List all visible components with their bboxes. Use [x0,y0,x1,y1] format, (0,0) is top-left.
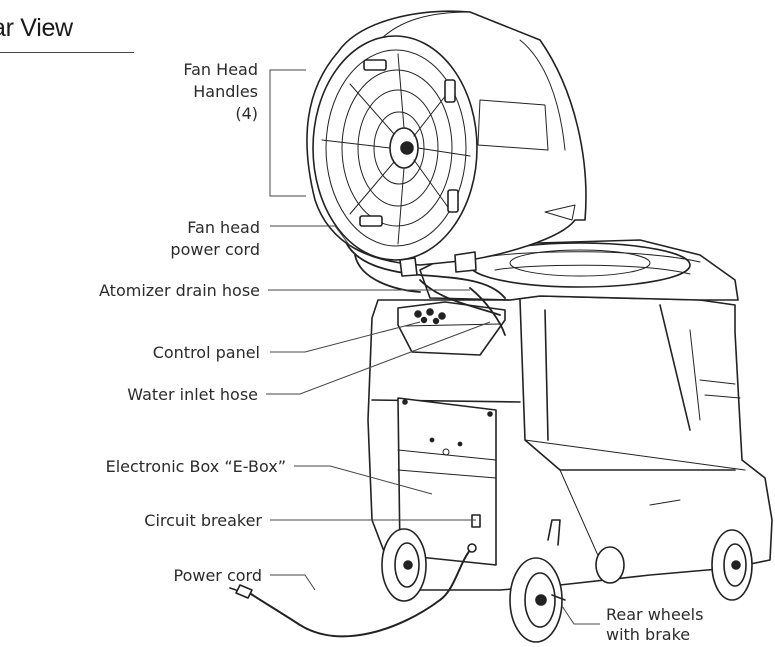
label-fan-head-handles-line3: (4) [235,104,258,123]
front-right-wheel [595,546,625,584]
leader-power-cord [270,574,316,591]
hoses [344,239,506,336]
leader-lines [266,69,600,625]
label-power-cord: Power cord [174,566,263,585]
front-left-wheel [381,528,427,602]
label-rear-wheels-line2: with brake [606,625,690,644]
leader-fan-head-handles [269,69,306,197]
control-panel-pod [397,301,506,356]
label-fan-head-power-cord-line1: Fan head [187,218,260,237]
view-heading: ar View [0,14,73,42]
rear-wheel-left [509,519,566,643]
label-fan-head-power-cord-line2: power cord [170,240,260,259]
leader-control-panel [270,321,421,353]
pivot-mount [399,251,477,277]
label-electronic-box: Electronic Box “E-Box” [106,457,286,476]
label-atomizer-drain-hose: Atomizer drain hose [99,281,260,300]
leader-fan-head-power-cord [270,225,351,247]
leader-electronic-box [294,465,433,495]
label-rear-wheels-line1: Rear wheels [606,605,703,624]
label-fan-head-handles-line1: Fan Head [183,60,258,79]
heading-underline [0,52,134,53]
label-control-panel: Control panel [153,343,260,362]
top-cover [419,239,739,301]
fan-face [312,35,478,261]
label-circuit-breaker: Circuit breaker [144,511,262,530]
leader-rear-wheels [561,605,600,625]
label-fan-head-handles-line2: Handles [193,82,258,101]
power-cord-drawing [229,543,477,638]
label-water-inlet-hose: Water inlet hose [127,385,258,404]
leader-water-inlet-hose [266,321,491,395]
rear-wheel-right [711,529,753,601]
fan-head-handles-drawing [359,59,459,227]
circuit-breaker-switch [471,514,481,528]
